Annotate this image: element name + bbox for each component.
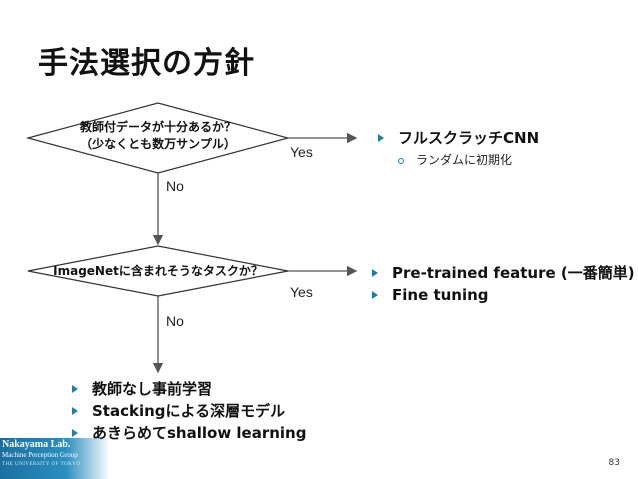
list-item: あきらめてshallow learning xyxy=(70,422,306,444)
list-item-label: フルスクラッチCNN xyxy=(398,129,540,147)
decision-2-yes-label: Yes xyxy=(290,284,313,300)
list-item: ランダムに初期化 xyxy=(396,151,512,169)
list-item: Stackingによる深層モデル xyxy=(70,400,306,422)
group-name: Machine Perception Group xyxy=(2,451,78,459)
list-item-label: あきらめてshallow learning xyxy=(92,424,307,442)
list-item-label: ランダムに初期化 xyxy=(416,153,513,167)
fallback-list: 教師なし事前学習 Stackingによる深層モデル あきらめてshallow l… xyxy=(70,378,306,444)
triangle-bullet-icon xyxy=(372,269,378,277)
decision-1-yes-label: Yes xyxy=(290,144,313,160)
triangle-bullet-icon xyxy=(72,385,78,393)
list-item: Fine tuning xyxy=(370,284,635,306)
triangle-bullet-icon xyxy=(72,407,78,415)
decision-2-question: ImageNetに含まれそうなタスクか？ xyxy=(48,263,268,280)
list-item-label: Pre-trained feature (一番簡単) xyxy=(392,264,635,282)
decision-1-yes-sublist: ランダムに初期化 xyxy=(396,151,512,169)
list-item: フルスクラッチCNN xyxy=(376,127,539,149)
lab-name: Nakayama Lab. xyxy=(2,439,71,450)
slide-title: 手法選択の方針 xyxy=(38,46,255,81)
university-name: THE UNIVERSITY OF TOKYO xyxy=(2,462,81,467)
decision-2-question-line: ImageNetに含まれそうなタスクか？ xyxy=(53,264,263,278)
page-number: 83 xyxy=(608,458,620,468)
decision-1-yes-list: フルスクラッチCNN xyxy=(376,127,539,149)
lab-logo: Nakayama Lab. Machine Perception Group T… xyxy=(2,440,81,470)
list-item-label: 教師なし事前学習 xyxy=(92,380,213,398)
triangle-bullet-icon xyxy=(72,429,78,437)
list-item: Pre-trained feature (一番簡単) xyxy=(370,262,635,284)
triangle-bullet-icon xyxy=(378,134,384,142)
decision-1-no-label: No xyxy=(166,178,184,194)
decision-1-question: 教師付データが十分あるか？ （少なくとも数万サンプル） xyxy=(58,119,258,153)
decision-1-question-line1: 教師付データが十分あるか？ xyxy=(79,120,236,134)
list-item-label: Fine tuning xyxy=(392,286,489,304)
decision-2-yes-list: Pre-trained feature (一番簡単) Fine tuning xyxy=(370,262,635,306)
list-item-label: Stackingによる深層モデル xyxy=(92,402,286,420)
ring-bullet-icon xyxy=(398,158,404,164)
decision-1-question-line2: （少なくとも数万サンプル） xyxy=(80,137,236,151)
triangle-bullet-icon xyxy=(372,291,378,299)
footer-logo-bar xyxy=(0,438,110,479)
list-item: 教師なし事前学習 xyxy=(70,378,306,400)
decision-2-no-label: No xyxy=(166,313,184,329)
